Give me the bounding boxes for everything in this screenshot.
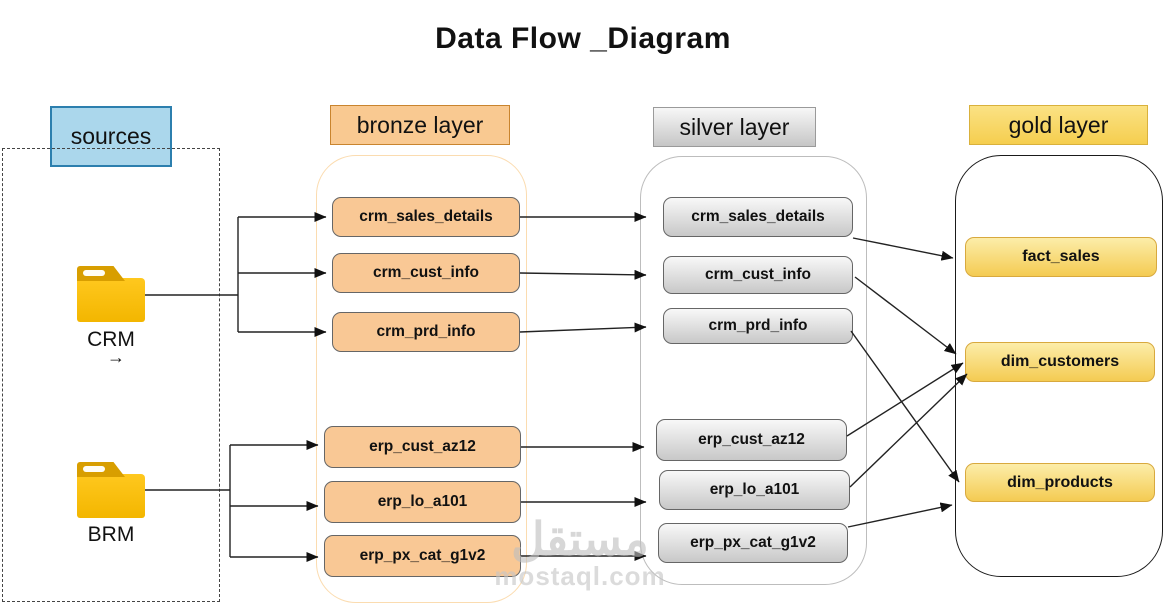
arrow-bronze-to-silver-cust [519,269,647,280]
arrow-silver-sales-to-fact-sales [852,237,954,261]
gold-layer-header: gold layer [969,105,1148,145]
silver-layer-header: silver layer [653,107,816,147]
crm-mini-arrow-icon: → [107,347,125,367]
node-bronze-erp-px-cat-g1v2: erp_px_cat_g1v2 [324,535,521,577]
node-silver-erp-px-cat-g1v2: erp_px_cat_g1v2 [658,523,848,563]
folder-body [77,474,145,518]
crm-folder-label: CRM [87,328,135,351]
brm-folder-label: BRM [87,523,135,546]
folder-strip [83,270,105,276]
sources-container [2,148,220,602]
node-bronze-crm-cust-info: crm_cust_info [332,253,520,293]
bronze-container [316,155,527,603]
node-bronze-crm-prd-info: crm_prd_info [332,312,520,352]
node-gold-fact-sales: fact_sales [965,237,1157,277]
node-silver-erp-cust-az12: erp_cust_az12 [656,419,847,461]
node-bronze-erp-cust-az12: erp_cust_az12 [324,426,521,468]
node-bronze-erp-lo-a101: erp_lo_a101 [324,481,521,523]
node-silver-crm-cust-info: crm_cust_info [663,256,853,294]
crm-folder-icon [77,266,145,322]
page-title: Data Flow _Diagram [435,22,731,55]
arrow-silver-prd-to-dim-products [850,330,960,483]
folder-body [77,278,145,322]
bronze-layer-header: bronze layer [330,105,510,145]
arrow-silver-lo-a101-to-dim-customers [849,373,968,488]
node-bronze-crm-sales-details: crm_sales_details [332,197,520,237]
brm-folder-icon [77,462,145,518]
sources-layer-header: sources [50,106,172,167]
folder-strip [83,466,105,472]
arrow-bronze-to-silver-prd [519,322,647,333]
node-silver-crm-sales-details: crm_sales_details [663,197,853,237]
arrow-silver-cust-to-dim-customers [854,276,957,355]
node-gold-dim-products: dim_products [965,463,1155,502]
node-gold-dim-customers: dim_customers [965,342,1155,382]
node-silver-crm-prd-info: crm_prd_info [663,308,853,344]
node-silver-erp-lo-a101: erp_lo_a101 [659,470,850,510]
